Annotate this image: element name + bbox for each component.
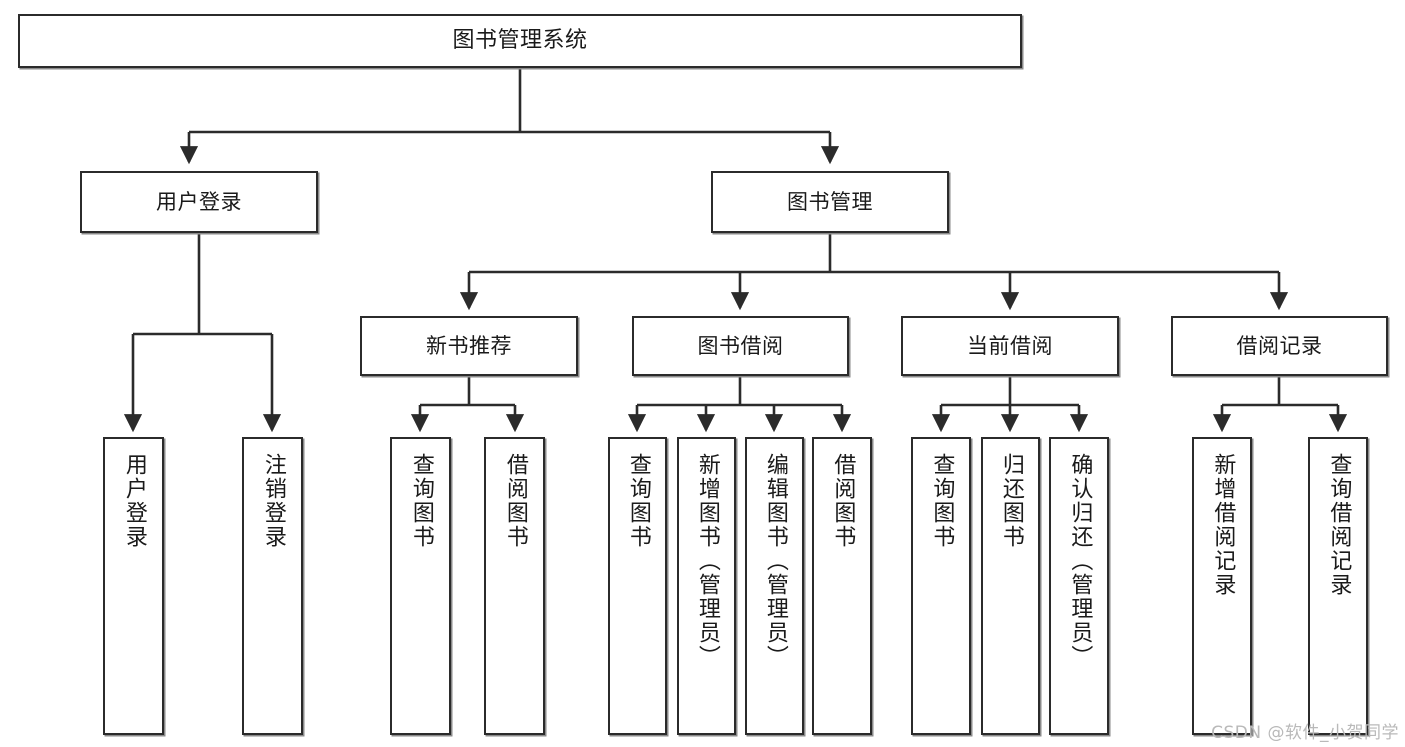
leaf-logout-label: 注销登录 [260,453,286,549]
leaf-user-login[interactable]: 用户登录 [103,437,164,735]
leaf-edit-book-admin[interactable]: 编辑图书（管理员） [745,437,804,735]
leaf-confirm-return-admin[interactable]: 确认归还（管理员） [1049,437,1109,735]
leaf-borrow-book[interactable]: 借阅图书 [812,437,872,735]
node-book-management-label: 图书管理 [787,189,873,214]
node-user-login-label: 用户登录 [156,189,242,214]
leaf-return-book[interactable]: 归还图书 [981,437,1040,735]
leaf-add-borrow-record[interactable]: 新增借阅记录 [1192,437,1252,735]
node-current-borrow-label: 当前借阅 [967,333,1053,358]
leaf-borrow-book-recommend[interactable]: 借阅图书 [484,437,545,735]
node-borrow-records-label: 借阅记录 [1236,333,1323,358]
node-new-book-recommend-label: 新书推荐 [426,333,512,358]
leaf-query-book-label: 查询图书 [625,453,651,549]
node-root[interactable]: 图书管理系统 [18,14,1022,68]
node-root-label: 图书管理系统 [452,28,588,54]
leaf-add-book-admin[interactable]: 新增图书（管理员） [677,437,736,735]
node-borrow-records[interactable]: 借阅记录 [1171,316,1388,376]
leaf-query-book-recommend-label: 查询图书 [408,453,434,549]
leaf-query-book-current-label: 查询图书 [929,453,955,549]
leaf-confirm-return-admin-label: 确认归还（管理员） [1067,453,1093,669]
leaf-add-book-admin-label: 新增图书（管理员） [694,453,720,669]
csdn-watermark: CSDN @软件_小贺同学 [1211,723,1399,743]
leaf-borrow-book-label: 借阅图书 [830,453,856,549]
leaf-query-borrow-record[interactable]: 查询借阅记录 [1308,437,1368,735]
node-new-book-recommend[interactable]: 新书推荐 [360,316,578,376]
leaf-query-book-current[interactable]: 查询图书 [911,437,971,735]
leaf-user-login-label: 用户登录 [121,453,147,549]
node-book-management[interactable]: 图书管理 [711,171,949,233]
node-user-login[interactable]: 用户登录 [80,171,318,233]
leaf-borrow-book-recommend-label: 借阅图书 [502,453,528,549]
leaf-query-book[interactable]: 查询图书 [608,437,667,735]
leaf-edit-book-admin-label: 编辑图书（管理员） [762,453,788,669]
node-book-borrow[interactable]: 图书借阅 [632,316,849,376]
leaf-query-borrow-record-label: 查询借阅记录 [1326,453,1352,597]
leaf-query-book-recommend[interactable]: 查询图书 [390,437,451,735]
leaf-add-borrow-record-label: 新增借阅记录 [1210,453,1236,597]
node-current-borrow[interactable]: 当前借阅 [901,316,1119,376]
leaf-logout[interactable]: 注销登录 [242,437,303,735]
leaf-return-book-label: 归还图书 [998,453,1024,549]
node-book-borrow-label: 图书借阅 [697,333,784,358]
